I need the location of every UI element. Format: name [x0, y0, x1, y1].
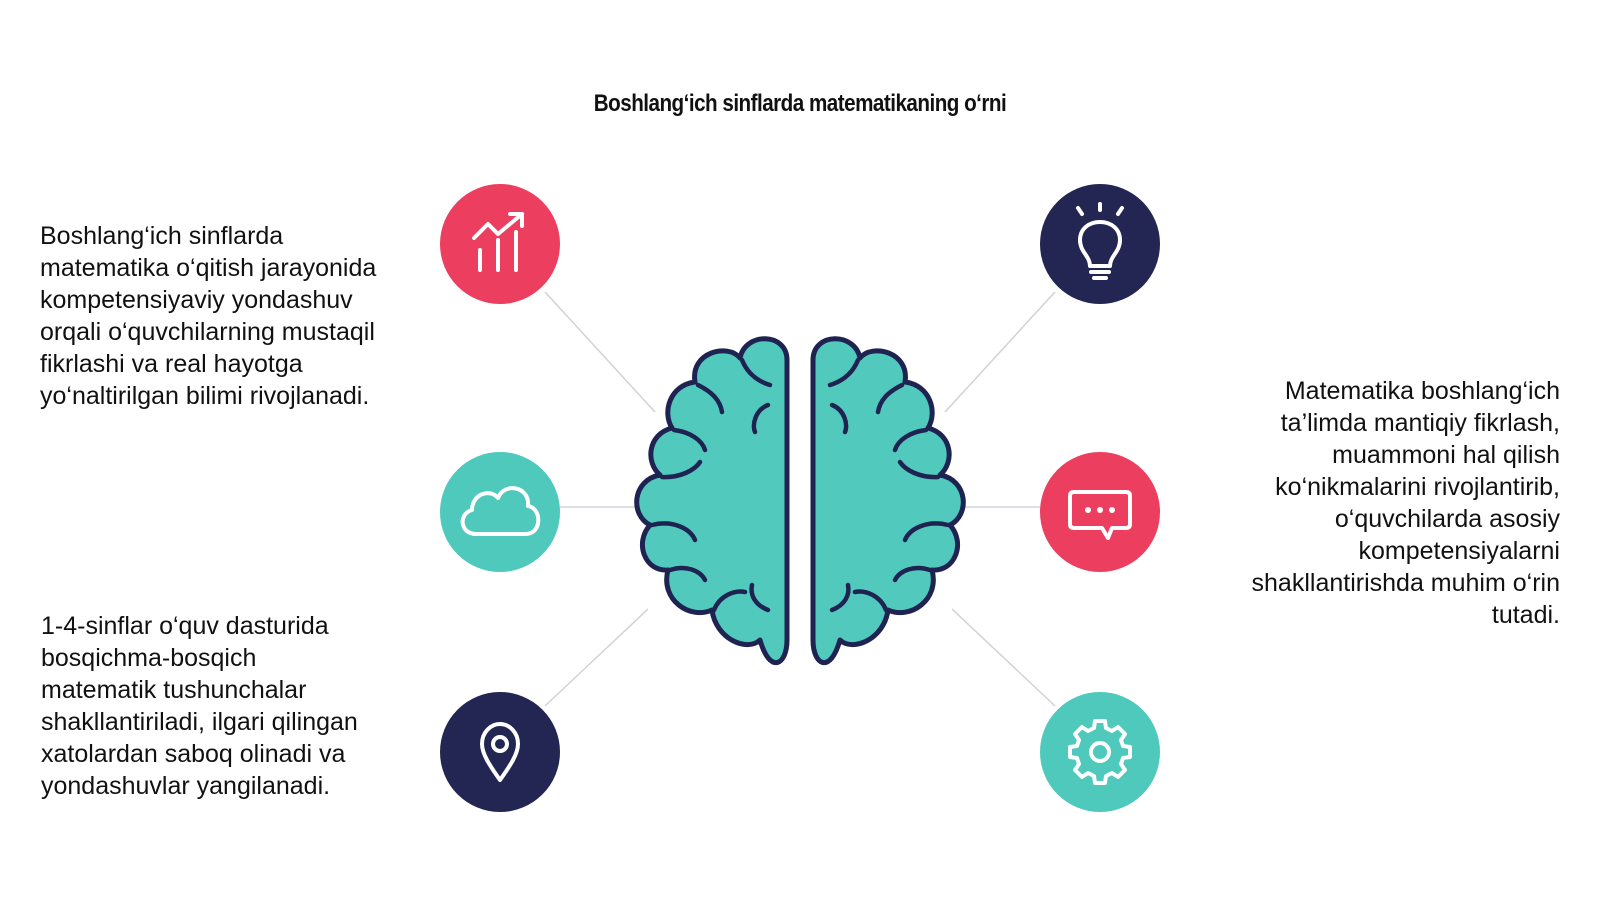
connector-line-bottom-left [544, 608, 649, 707]
lightbulb-icon [1040, 184, 1160, 304]
text-block-right: Matematika boshlang‘ich ta’limda mantiqi… [1251, 377, 1560, 629]
brain-left-hemisphere [634, 336, 790, 665]
connector-line-top-right [944, 291, 1056, 413]
brain-folds-left [649, 357, 773, 613]
location-pin-icon [440, 692, 560, 812]
icon-circle-bg [1040, 184, 1160, 304]
icon-circle-bg [440, 452, 560, 572]
gear-icon [1040, 692, 1160, 812]
text-block-bottom-left: 1-4-sinflar o‘quv dasturida bosqichma-bo… [41, 612, 358, 800]
chat-bubble-icon [1040, 452, 1160, 572]
cloud-icon [440, 452, 560, 572]
icon-circle-bg [1040, 692, 1160, 812]
text-block-top-left: Boshlang‘ich sinflarda matematika o‘qiti… [40, 222, 377, 410]
page-title: Boshlang‘ich sinflarda matematikaning o‘… [593, 90, 1007, 117]
connector-line-bottom-right [951, 608, 1056, 707]
connector-lines [544, 291, 1056, 707]
growth-chart-icon [440, 184, 560, 304]
brain-folds-right [827, 357, 951, 613]
brain-right-hemisphere [810, 336, 966, 665]
connector-line-top-left [544, 291, 656, 413]
brain-icon [634, 336, 966, 665]
